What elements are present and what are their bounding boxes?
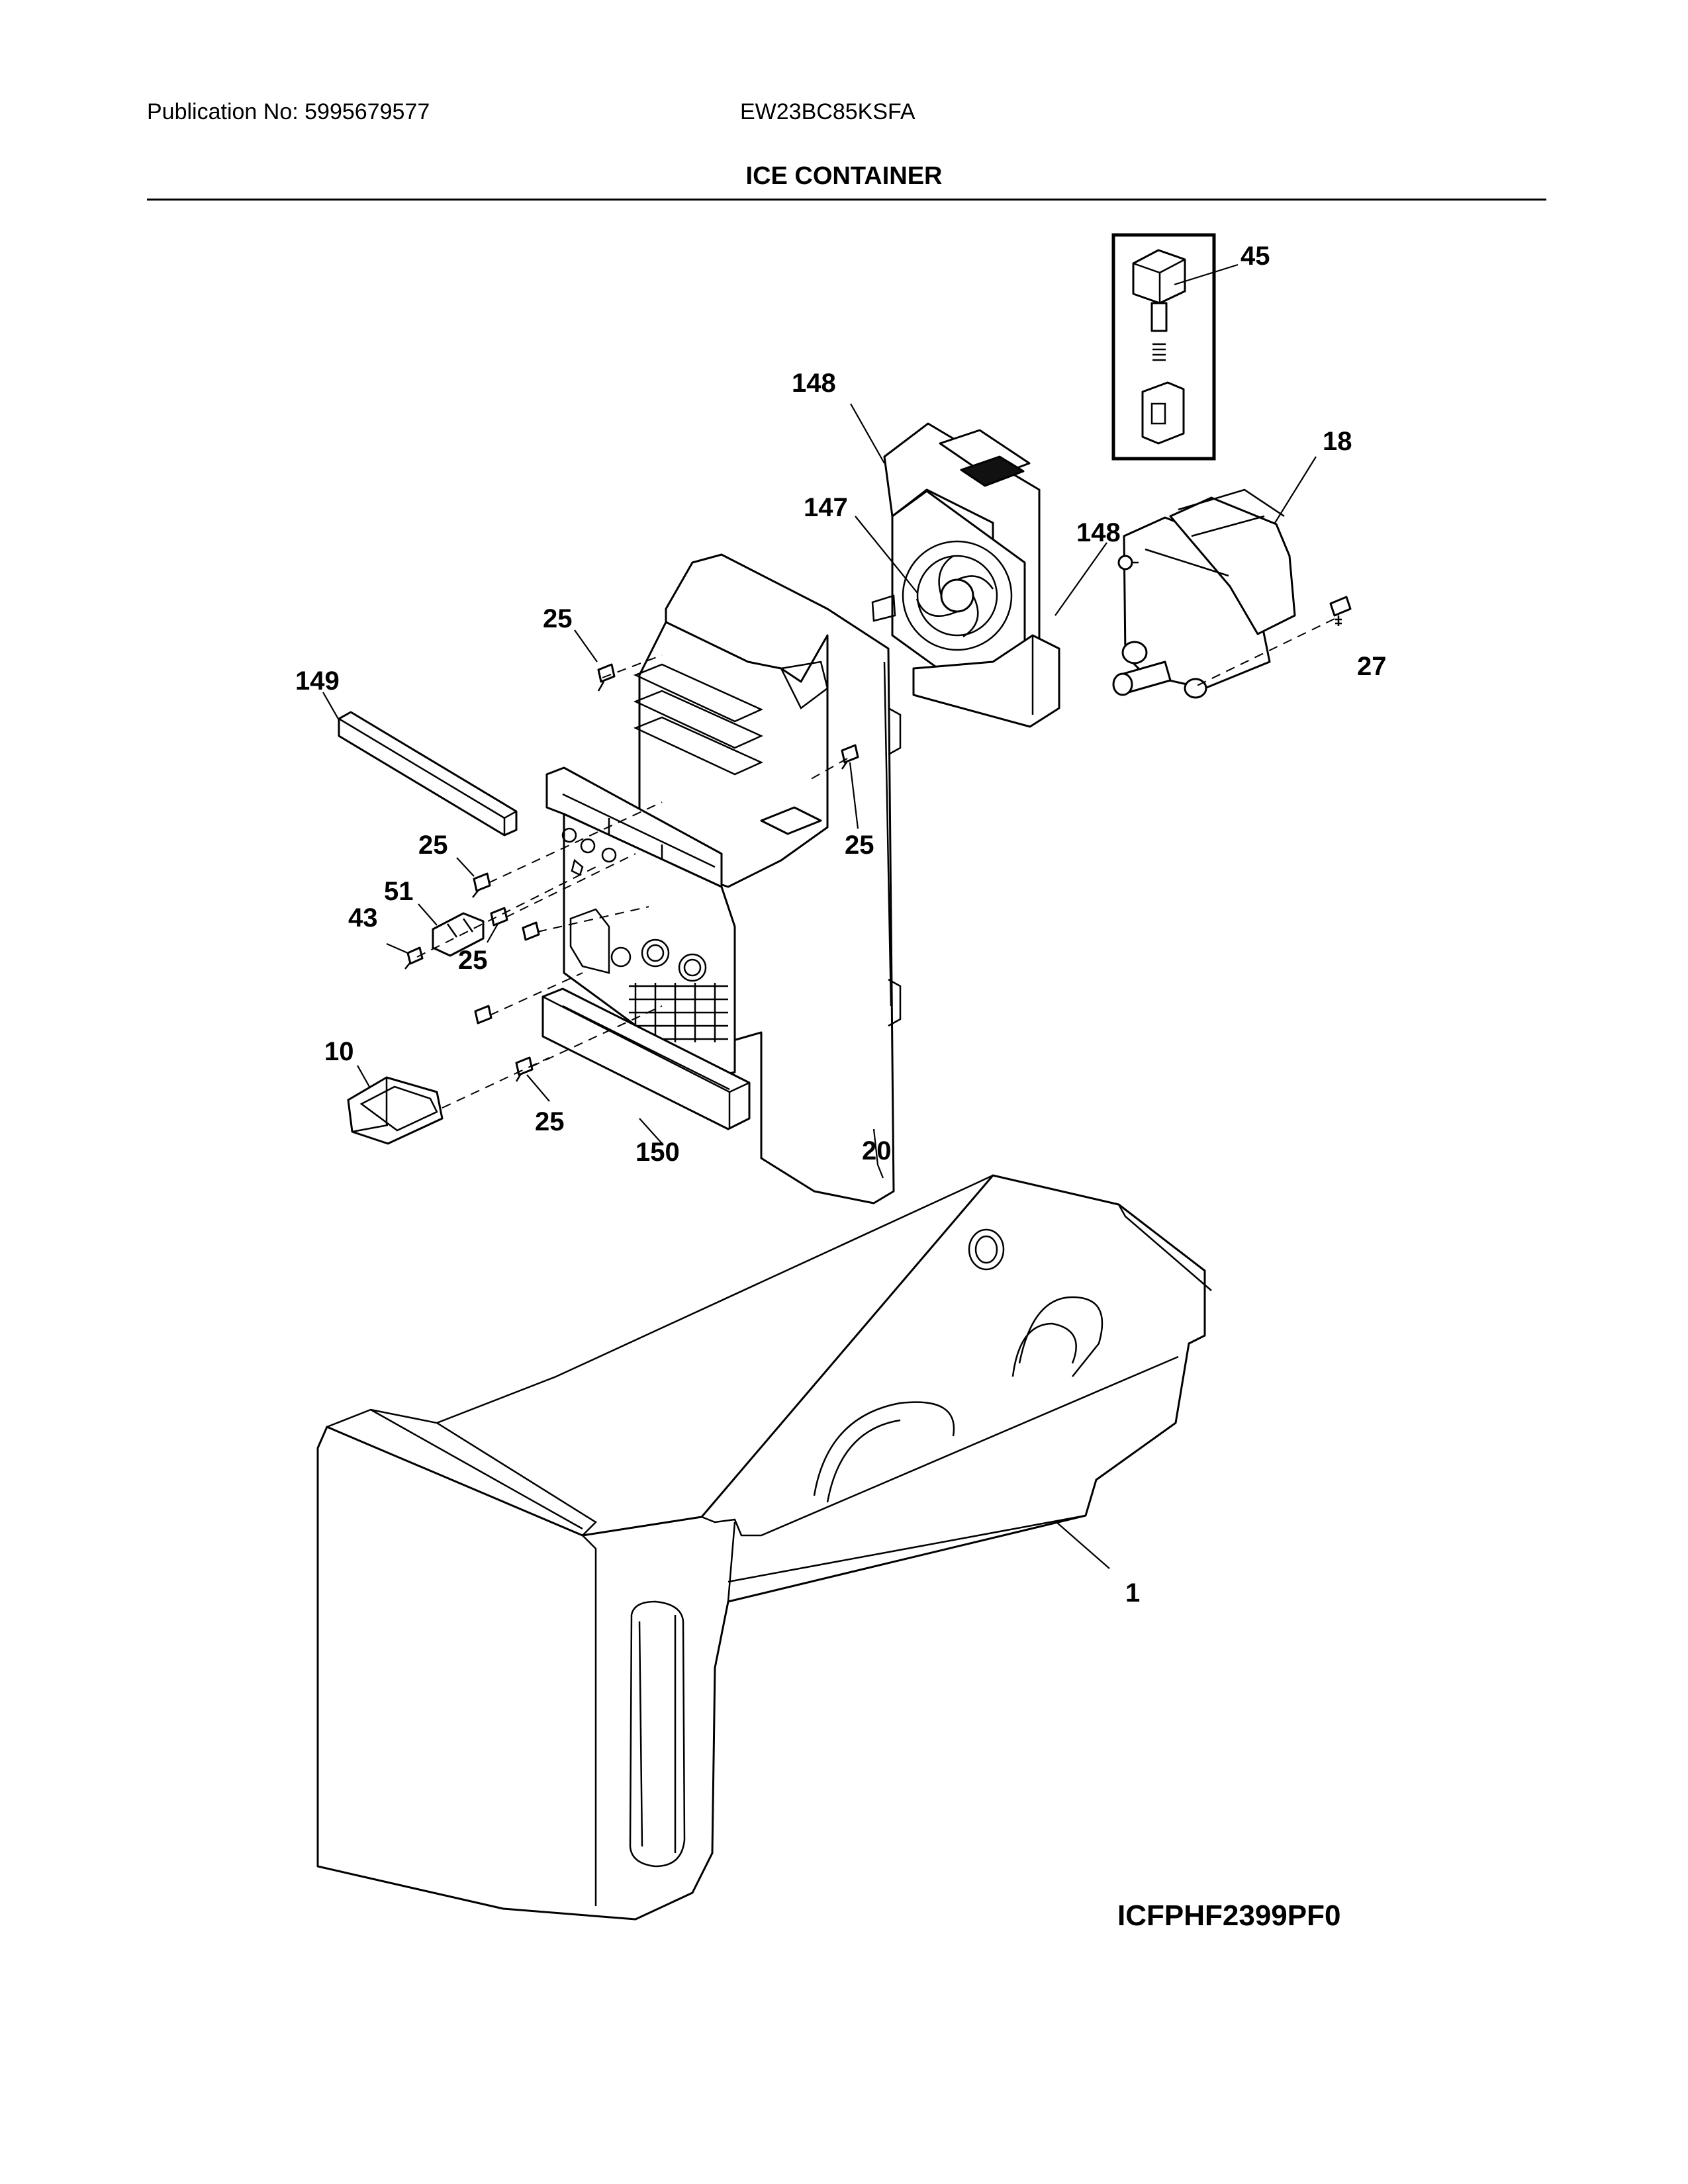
part-25-screw-top[interactable] — [597, 663, 616, 692]
leader-25d — [487, 923, 498, 943]
callout-149: 149 — [295, 666, 340, 696]
align-line-6 — [537, 906, 649, 933]
vent-grid — [629, 983, 728, 1042]
callout-1: 1 — [1125, 1578, 1140, 1608]
leader-45 — [1174, 263, 1239, 286]
part-150-strip[interactable] — [541, 987, 751, 1130]
part-148-shroud-lower[interactable] — [912, 634, 1060, 728]
part-51-switch[interactable] — [432, 912, 485, 957]
callout-20: 20 — [862, 1136, 892, 1165]
part-25-screw-bottom[interactable] — [515, 1056, 534, 1082]
part-43-screw[interactable] — [404, 946, 424, 970]
align-line-9 — [442, 1057, 550, 1109]
part-10-bracket[interactable] — [347, 1076, 444, 1145]
leader-25b — [849, 762, 859, 829]
callout-148-lower: 148 — [1076, 518, 1121, 547]
callout-147: 147 — [804, 493, 848, 522]
leader-20 — [872, 1128, 884, 1179]
part-18-motor[interactable] — [1112, 488, 1296, 699]
align-line-3 — [488, 801, 663, 884]
callout-25-top: 25 — [543, 604, 573, 633]
model-number: EW23BC85KSFA — [740, 99, 915, 124]
leader-1 — [1056, 1522, 1110, 1569]
callout-148-top: 148 — [792, 369, 836, 398]
leader-25e — [526, 1074, 550, 1102]
part-149-strip[interactable] — [338, 711, 518, 837]
leader-25a — [574, 629, 598, 662]
part-25-screw-left-4[interactable] — [474, 1005, 492, 1024]
align-line-1 — [602, 655, 663, 678]
align-line-4 — [416, 866, 596, 958]
callout-25-right: 25 — [845, 831, 874, 860]
align-line-7 — [489, 972, 583, 1016]
leader-51 — [418, 903, 438, 926]
leader-43 — [386, 942, 408, 954]
callout-43: 43 — [348, 903, 378, 933]
align-line-8 — [530, 1005, 663, 1068]
align-line-2 — [807, 758, 848, 782]
leader-148b — [1055, 542, 1107, 616]
callout-25-left: 25 — [418, 831, 448, 860]
part-20-housing[interactable] — [545, 553, 902, 1205]
part-25-screw-right[interactable] — [841, 744, 859, 770]
leader-149 — [322, 692, 340, 721]
align-line-5 — [505, 853, 636, 918]
part-27-screw[interactable] — [1329, 596, 1352, 626]
part-147-fan[interactable] — [871, 490, 1026, 709]
callout-25-bottom: 25 — [535, 1107, 565, 1136]
leader-18 — [1274, 456, 1317, 523]
callout-10: 10 — [324, 1037, 354, 1066]
page-title: ICE CONTAINER — [745, 162, 943, 190]
header-divider — [147, 199, 1546, 201]
callout-27: 27 — [1357, 652, 1387, 681]
callout-25-mid: 25 — [458, 946, 488, 975]
leader-150 — [639, 1118, 664, 1146]
part-25-screw-left-1[interactable] — [472, 872, 491, 898]
callout-45: 45 — [1241, 242, 1270, 271]
callout-150: 150 — [635, 1138, 680, 1167]
part-1-ice-bucket[interactable] — [316, 1174, 1212, 1921]
leader-10 — [357, 1065, 370, 1087]
part-25-screw-left-3[interactable] — [522, 921, 540, 941]
publication-number: Publication No: 5995679577 — [147, 99, 430, 124]
callout-18: 18 — [1323, 427, 1352, 456]
part-45-inset[interactable] — [1111, 233, 1216, 461]
leader-147 — [855, 516, 918, 594]
part-25-screw-left-2[interactable] — [490, 907, 508, 927]
leader-25c — [456, 857, 475, 877]
diagram-code: ICFPHF2399PF0 — [1117, 1899, 1341, 1932]
callout-51: 51 — [384, 877, 414, 906]
leader-27-dash — [1191, 618, 1335, 689]
leader-148a — [850, 403, 885, 464]
